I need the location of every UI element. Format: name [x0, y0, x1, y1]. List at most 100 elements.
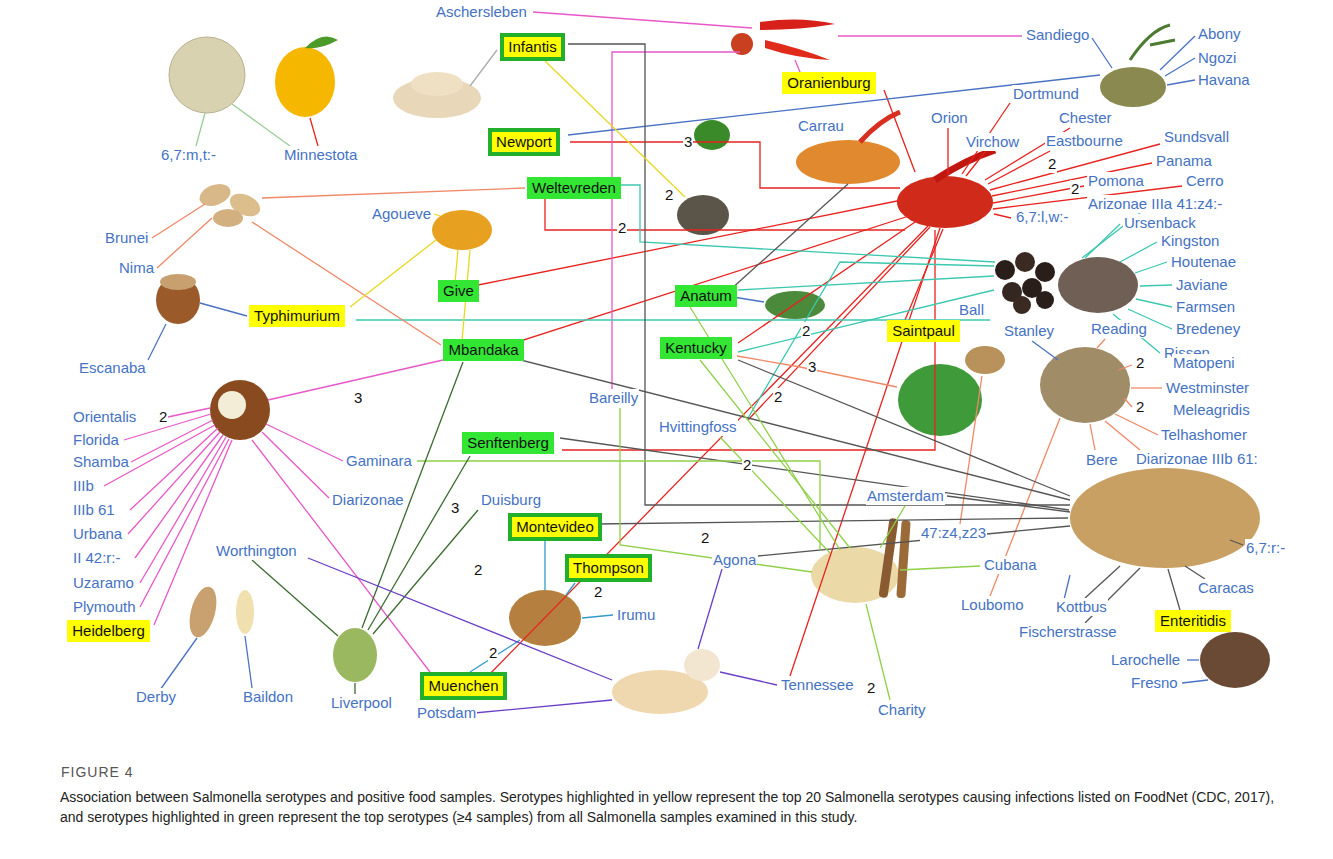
serotype-name: Montevideo: [516, 518, 594, 536]
serotype-label: Diarizonae IIIb 61:: [1135, 450, 1259, 468]
leader-line: [795, 60, 800, 72]
leader-line: [1124, 398, 1132, 407]
serotype-label: Duisburg: [480, 491, 542, 509]
food-picture: [333, 628, 377, 682]
serotype-box: Anatum: [675, 285, 737, 307]
leader-line: [478, 200, 902, 285]
serotype-label: Irumu: [616, 606, 656, 624]
serotype-box: Newport: [488, 128, 560, 156]
serotype-label: Panama: [1155, 152, 1213, 170]
serotype-box: Infantis: [500, 33, 565, 61]
leader-line: [130, 428, 218, 510]
leader-line: [698, 569, 722, 649]
leader-line: [866, 604, 890, 700]
serotype-label: Orientalis: [72, 408, 137, 426]
serotype-label: Bredeney: [1175, 320, 1241, 338]
leader-line: [560, 438, 1069, 510]
serotype-label: Bareilly: [588, 389, 639, 407]
leader-line: [544, 540, 545, 590]
serotype-label: Virchow: [965, 133, 1020, 151]
leader-line: [196, 104, 290, 146]
food-picture: [411, 72, 463, 96]
leader-line: [1185, 566, 1205, 579]
food-picture: [898, 364, 982, 436]
leader-line: [596, 518, 1068, 524]
leader-line: [960, 376, 982, 524]
serotype-label: Baildon: [242, 688, 294, 706]
leader-line: [470, 50, 497, 86]
leader-line: [738, 290, 994, 352]
leader-line: [350, 240, 436, 307]
serotype-label: Derby: [135, 688, 177, 706]
serotype-label: Westminster: [1165, 379, 1250, 397]
serotype-label: Agona: [712, 551, 757, 569]
food-picture: [760, 19, 835, 30]
serotype-label: Agoueve: [371, 205, 432, 223]
leader-line: [1085, 224, 1120, 258]
leader-line: [262, 432, 329, 498]
leader-line: [308, 558, 777, 713]
serotype-label: Houtenae: [1170, 253, 1237, 271]
leader-line: [720, 672, 777, 685]
leader-line: [505, 44, 1243, 623]
sample-count: 2: [664, 186, 674, 204]
serotype-label: Kingston: [1160, 232, 1220, 250]
leader-line: [148, 324, 166, 360]
food-picture: [897, 176, 993, 228]
leader-line: [1092, 38, 1112, 68]
serotype-box: Give: [438, 280, 479, 302]
leader-line: [152, 204, 205, 238]
food-picture: [1015, 252, 1035, 272]
leader-line: [737, 356, 897, 387]
leader-line: [148, 36, 1208, 690]
serotype-name: Weltevreden: [532, 179, 616, 197]
serotype-label: Reading: [1090, 320, 1148, 338]
leader-line: [1136, 299, 1172, 307]
serotype-box: Senftenberg: [462, 432, 554, 454]
leader-line: [1165, 58, 1195, 76]
food-picture: [185, 584, 222, 640]
food-picture: [1040, 347, 1130, 423]
food-picture: [160, 274, 196, 290]
leader-line: [368, 456, 470, 630]
serotype-label: Pomona: [1087, 172, 1145, 190]
food-picture: [896, 520, 910, 598]
leader-line: [994, 214, 1011, 218]
leader-line: [1090, 424, 1095, 450]
serotype-box: Thompson: [565, 554, 652, 582]
leader-line: [1105, 421, 1140, 450]
leader-line: [966, 152, 985, 176]
leader-line: [1168, 569, 1180, 610]
serotype-label: Carrau: [797, 117, 845, 135]
food-picture: [1013, 296, 1031, 314]
serotype-label: Uzaramo: [72, 574, 135, 592]
food-picture: [275, 47, 335, 117]
leader-line: [152, 188, 1162, 596]
serotype-box: Enteritidis: [1155, 610, 1231, 632]
serotype-label: Chester: [1058, 109, 1113, 127]
leader-line: [790, 228, 940, 676]
serotype-label: Farmsen: [1175, 298, 1236, 316]
serotype-label: Charity: [877, 701, 927, 719]
food-picture: [1035, 262, 1055, 282]
serotype-box: Saintpaul: [887, 320, 960, 342]
food-picture: [684, 649, 720, 681]
serotype-label: Amsterdam: [866, 487, 945, 505]
serotype-label: 47:z4,z23: [920, 524, 987, 542]
leader-line: [135, 435, 223, 558]
food-picture: [677, 195, 729, 235]
serotype-name: Infantis: [508, 38, 556, 56]
serotype-box: Oranienburg: [782, 72, 876, 94]
serotype-label: Urbana: [72, 525, 123, 543]
food-picture: [1130, 25, 1175, 60]
sample-count: 2: [473, 561, 483, 579]
leader-line: [880, 506, 905, 548]
serotype-label: Eastbourne: [1045, 132, 1124, 150]
sample-count: 2: [866, 679, 876, 697]
leader-line: [533, 12, 752, 28]
serotype-label: Liverpool: [330, 694, 393, 712]
leader-line: [356, 185, 1172, 418]
leader-line: [612, 52, 740, 389]
serotype-name: Thompson: [573, 559, 644, 577]
leader-line: [738, 360, 1070, 496]
